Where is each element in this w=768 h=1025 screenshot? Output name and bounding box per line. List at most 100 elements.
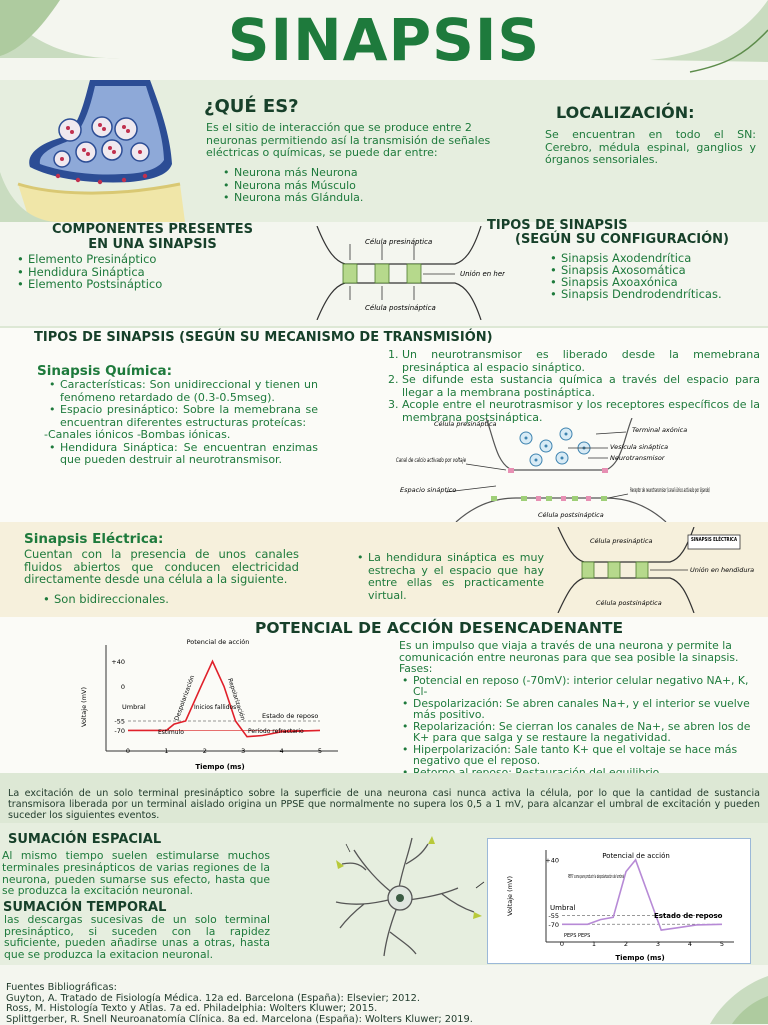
electrical-synapse-diagram: SINAPSIS ELÉCTRICA Célula presináptica U… [557,527,754,613]
chem-receptor-label: Receptor de neurotransmisor (canal iónic… [630,487,710,494]
potencial-text: Es un impulso que viaja a través de una … [399,640,761,778]
list-item: Hendidura Sináptica [17,265,278,279]
fase-item: Hiperpolarización: Sale tanto K+ que el … [402,743,761,767]
ylabel: Voltaje (mV) [80,687,88,727]
ylabel: Voltaje (mV) [506,876,514,916]
x-tick-label: 2 [624,940,628,948]
y-tick-label: +40 [111,658,125,666]
quimica-left-text: Características: Son unidireccional y ti… [44,378,318,467]
gap-junction-label: Unión en hendidura [460,270,505,278]
y-tick-label: -55 [548,912,559,920]
series-line [562,858,723,931]
y-tick-label: 0 [121,683,125,691]
quimica-step: Acople entre el neurotrasmisor y los rec… [388,398,760,424]
electrica-right-list: La hendidura sináptica es muy estrecha y… [352,551,544,602]
fuentes-block: Fuentes Bibliográficas: Guyton, A. Trata… [6,982,626,1025]
annotation-peps: PEPS PEPS [564,933,590,939]
fuente-ref: Guyton, A. Tratado de Fisiología Médica.… [6,992,420,1004]
quimica-bullet: Espacio presináptico: Sobre la memebrana… [49,403,318,429]
annotation-estimulo: Estímulo [158,729,184,736]
chem-terminal-label: Terminal axónica [632,426,687,434]
elec-post-label: Célula postsináptica [596,599,662,607]
quimica-bullet: Hendidura Sináptica: Se encuentran enzim… [49,441,318,467]
quimica-step: Un neurotransmisor es liberado desde la … [388,348,760,374]
title-decoration [0,0,768,73]
tipos-config-heading: TIPOS DE SINAPSIS (SEGÚN SU CONFIGURACIÓ… [487,219,757,247]
que-es-text: Es el sitio de interacción que se produc… [206,121,491,159]
annotation-potencial: Potencial de acción [602,852,670,860]
list-item: Sinapsis Axosomática [550,264,768,276]
section-excitacion-band [0,773,768,823]
quimica-canales: -Canales iónicos -Bombas iónicas. [44,428,231,441]
elec-junction-label: Unión en hendidura [690,566,754,574]
annotation-peps-note: PEPS' suma para producir la despolarizac… [568,873,624,880]
quimica-heading: Sinapsis Química: [37,363,173,379]
gap-junction-diagram: Célula presináptica Unión en hendidura C… [316,226,505,320]
x-tick-label: 5 [318,747,322,755]
neuron-illustration [335,836,485,957]
x-tick-label: 5 [720,940,724,948]
x-tick-label: 0 [126,747,130,755]
chemical-synapse-diagram: Célula presináptica Terminal axónica Ves… [396,418,710,522]
localizacion-heading: LOCALIZACIÓN: [556,103,695,122]
chem-nt-label: Neurotransmisor [610,454,666,462]
list-item: La hendidura sináptica es muy estrecha y… [357,551,544,602]
list-item: Sinapsis Axodendrítica [550,252,768,264]
tipos-config-list: Sinapsis Axodendrítica Sinapsis Axosomát… [545,252,768,300]
componentes-list: Elemento Presináptico Hendidura Sináptic… [12,253,278,291]
x-tick-label: 4 [280,747,284,755]
chem-pre-label: Célula presináptica [434,420,496,428]
quimica-steps: Un neurotransmisor es liberado desde la … [388,348,760,424]
fuente-ref: Ross, M. Histología Texto y Atlas. 7a ed… [6,1003,378,1015]
annotation-umbral: Umbral [122,703,146,711]
xlabel: Tiempo (ms) [615,954,664,962]
potencial-heading: POTENCIAL DE ACCIÓN DESENCADENANTE [255,619,624,637]
chem-vesicula-label: Vesícula sináptica [610,443,668,451]
tipos-mecanismo-heading: TIPOS DE SINAPSIS (SEGÚN SU MECANISMO DE… [34,330,493,345]
sumacion-temporal-heading: SUMACIÓN TEMPORAL [3,900,167,915]
electrica-text: Cuentan con la presencia de unos canales… [24,547,299,586]
fase-item: Despolarización: Se abren canales Na+, y… [402,697,761,721]
annotation-despol: Despolarización [173,674,196,721]
electrica-heading: Sinapsis Eléctrica: [24,531,164,547]
corner-decoration [710,976,768,1024]
annotation-umbral: Umbral [550,904,576,912]
section-fuentes-band [0,965,768,1024]
gap-pre-label: Célula presináptica [365,238,432,246]
x-tick-label: 4 [688,940,692,948]
summation-chart: Voltaje (mV) Tiempo (ms) Potencial de ac… [506,850,734,962]
annotation-reposo: Estado de reposo [262,712,318,720]
x-tick-label: 2 [203,747,207,755]
fuente-ref: Splittgerber, R. Snell Neuroanatomía Clí… [6,1013,473,1025]
list-item: Neurona más Neurona [223,166,494,180]
list-item: Neurona más Glándula. [223,191,494,205]
synapse-illustration [0,80,200,222]
y-tick-label: -70 [548,921,559,929]
annotation-refractario: Período refractario [248,728,304,735]
fase-item: Repolarización: Se cierran los canales d… [402,720,761,744]
tipos-config-heading-line: (SEGÚN SU CONFIGURACIÓN) [515,232,729,247]
tipos-config-heading-line: TIPOS DE SINAPSIS [487,218,628,233]
x-tick-label: 0 [560,940,564,948]
x-tick-label: 3 [241,747,245,755]
electrica-bullet-list: Son bidireccionales. [38,593,254,606]
list-item: Elemento Postsináptico [17,278,278,291]
list-item: Sinapsis Axoaxónica [550,276,768,288]
potencial-intro: Es un impulso que viaja a través de una … [399,639,739,664]
list-item: Elemento Presináptico [17,253,278,266]
componentes-heading-line: COMPONENTES PRESENTES [51,222,254,237]
que-es-heading: ¿QUÉ ES? [204,96,299,117]
fuentes-heading: Fuentes Bibliográficas: [6,982,117,993]
fase-item: Potencial en reposo (-70mV): interior ce… [402,674,761,698]
y-tick-label: -55 [114,718,125,726]
fase-item: Retorno al reposo: Restauración del equi… [402,766,761,779]
componentes-heading-line: EN UNA SINAPSIS [88,237,217,252]
quimica-bullet: Características: Son unidireccional y ti… [49,378,318,404]
elec-tag-label: SINAPSIS ELÉCTRICA [691,535,738,543]
action-potential-chart: Voltaje (mV) Tiempo (ms) Potencial de ac… [80,638,338,771]
list-item: Neurona más Músculo [223,179,494,193]
excitacion-text: La excitación de un solo terminal presin… [8,788,760,821]
potencial-fases-label: Fases: [399,662,433,675]
quimica-step: Se difunde esta sustancia química a trav… [388,373,760,399]
x-tick-label: 1 [164,747,168,755]
